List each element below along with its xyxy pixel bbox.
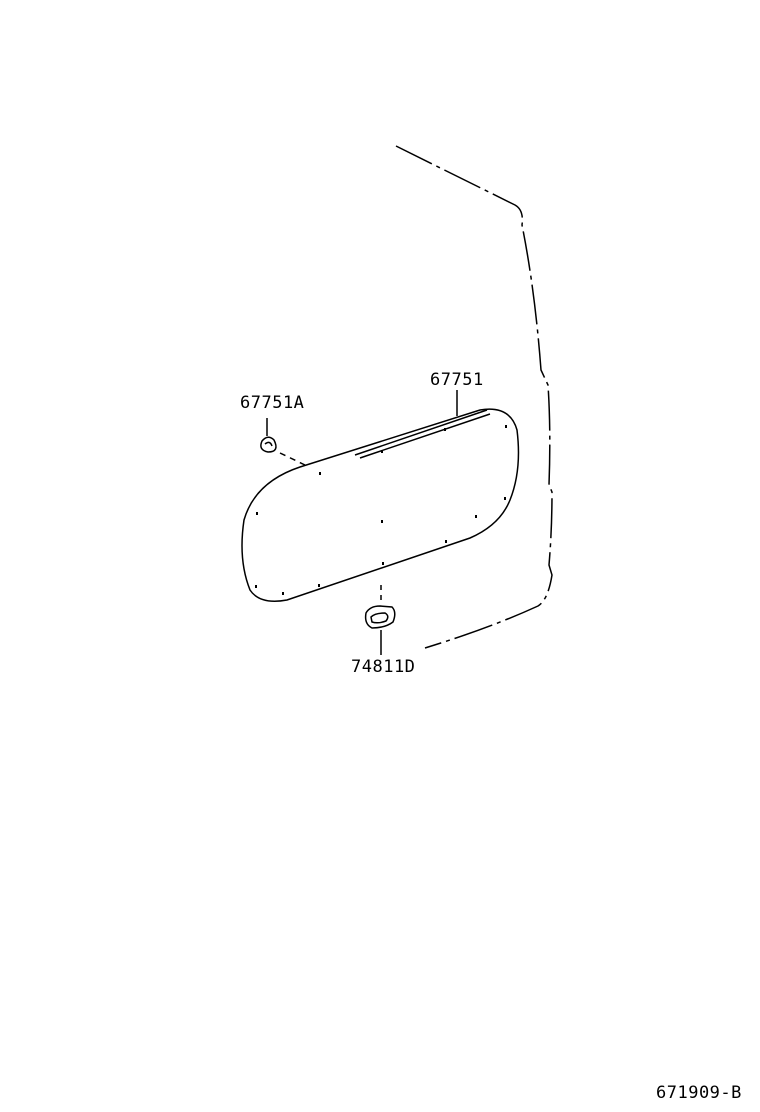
part-label-grommet: 74811D [351, 657, 416, 677]
grommet-icon [364, 605, 396, 629]
part-label-trim-panel: 67751 [430, 370, 484, 390]
part-label-clip: 67751A [240, 393, 305, 413]
clip-dash [279, 452, 306, 466]
trim-panel-edge [354, 409, 491, 459]
panel-clip-holes [255, 425, 507, 595]
door-outline [395, 145, 553, 649]
diagram-code: 671909-B [656, 1083, 742, 1103]
clip-icon [260, 436, 277, 453]
trim-panel [241, 408, 520, 602]
